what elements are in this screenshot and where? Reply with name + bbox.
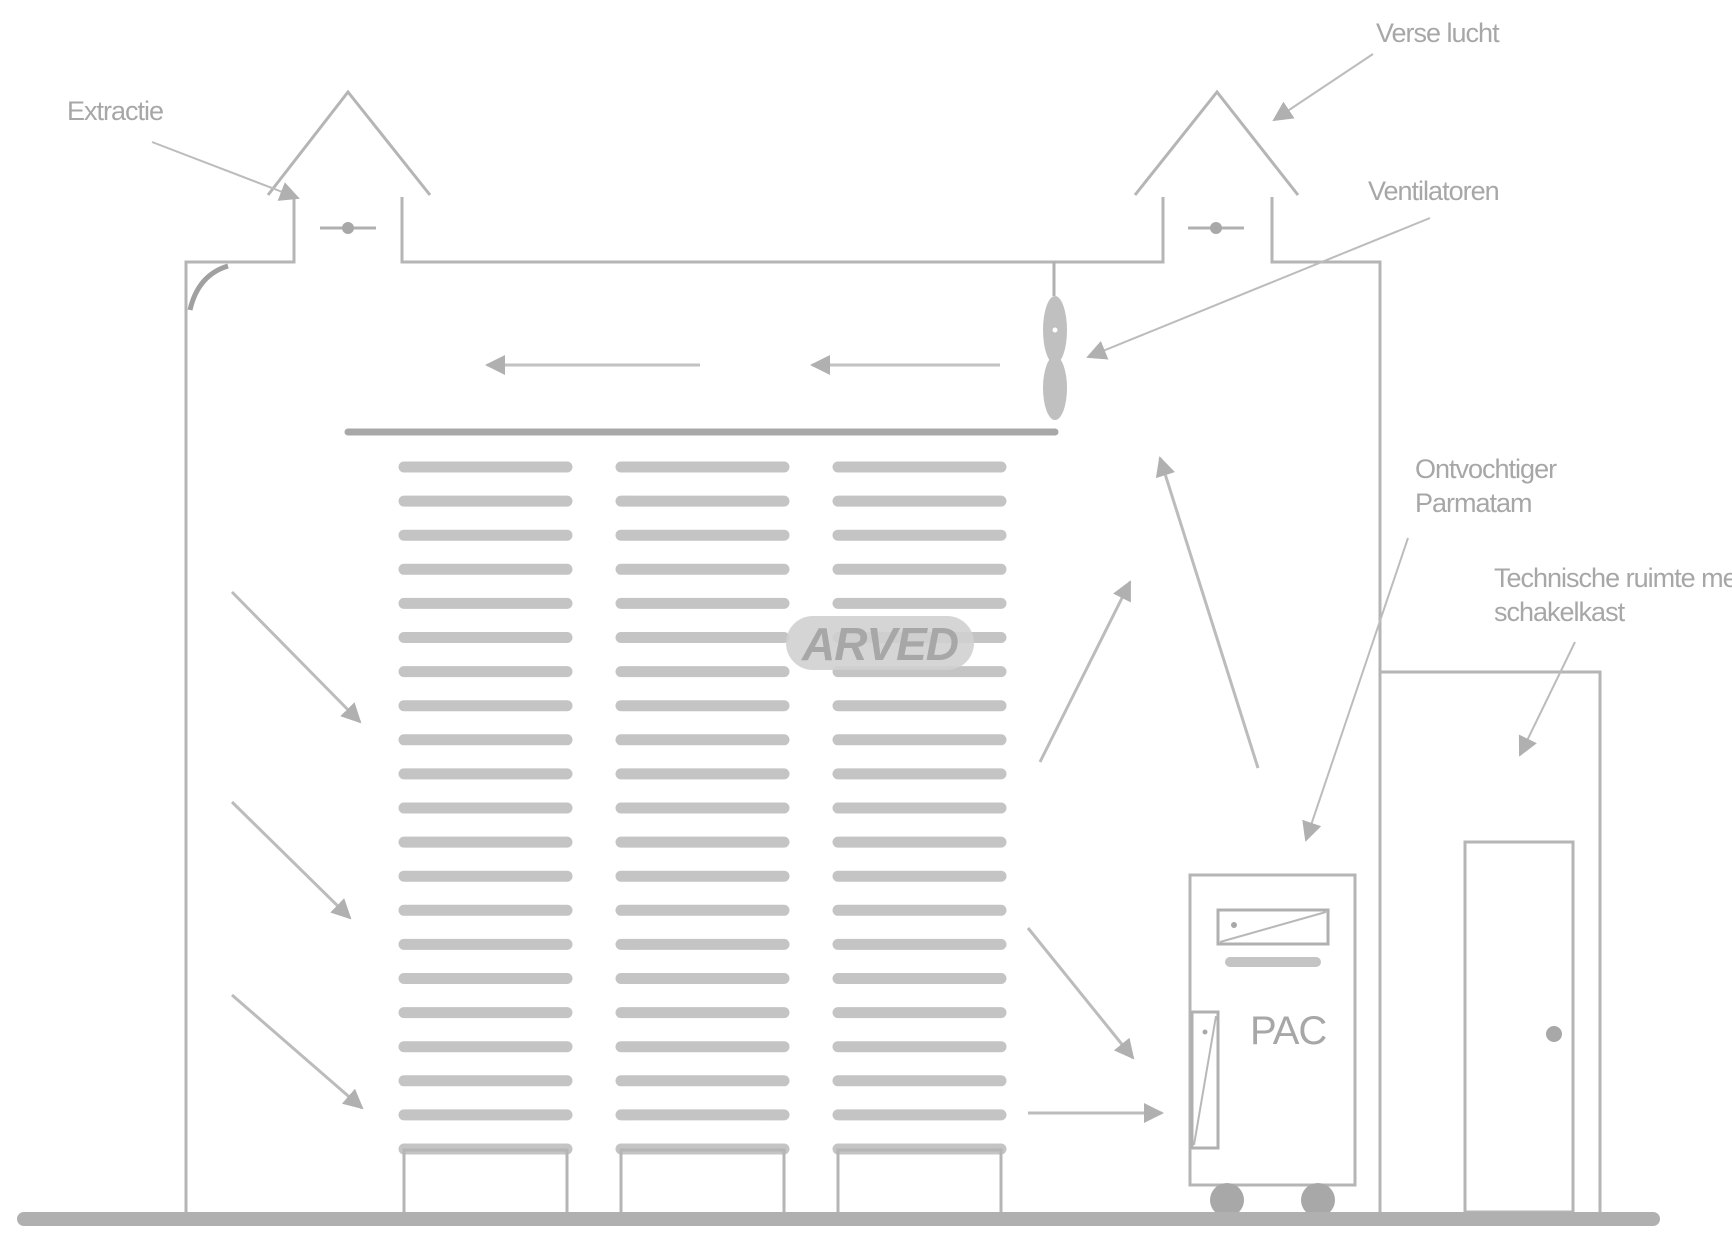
building-left-wall: [184, 197, 296, 1212]
left-airflow-arrows: [230, 590, 364, 1110]
extraction-hood: [266, 89, 432, 196]
ventilator-fan: [1043, 262, 1067, 420]
building-outline: [184, 197, 1382, 1212]
extractie-leader: [151, 141, 300, 201]
ontvochtiger-leader: [1302, 537, 1409, 842]
drying-racks: [398, 461, 1007, 1155]
technische-leader: [1518, 641, 1576, 757]
pac-wheel-right: [1301, 1183, 1335, 1217]
label-technische-ruimte: Technische ruimte met: [1494, 563, 1732, 593]
label-ontvochtiger: Ontvochtiger: [1415, 454, 1557, 484]
fresh-air-hood: [1133, 89, 1300, 196]
rack-base-2: [619, 1148, 786, 1212]
logo-text: ARVED: [801, 618, 958, 670]
right-airflow-arrows: [1026, 456, 1260, 1123]
building-right-wall: [1270, 197, 1382, 1212]
verse-lucht-leader: [1272, 53, 1374, 122]
corner-baffle: [187, 263, 229, 311]
label-schakelkast: schakelkast: [1494, 597, 1626, 627]
label-parmatam: Parmatam: [1415, 488, 1532, 518]
pac-unit: PAC: [1188, 873, 1357, 1217]
technical-room: [1380, 670, 1602, 1212]
door-knob: [1546, 1026, 1562, 1042]
arved-logo: ARVED: [786, 616, 974, 670]
callout-leaders: [151, 53, 1576, 842]
extraction-damper: [320, 222, 376, 234]
pac-label: PAC: [1250, 1009, 1326, 1053]
pac-display: [1216, 908, 1330, 946]
rack-base-1: [402, 1148, 569, 1212]
label-ventilatoren: Ventilatoren: [1368, 176, 1499, 206]
building-roof: [400, 197, 1165, 264]
rack-base-3: [836, 1148, 1003, 1212]
label-verse-lucht: Verse lucht: [1376, 18, 1500, 48]
rack-bases: [402, 1148, 1003, 1212]
pac-wheel-left: [1210, 1183, 1244, 1217]
technical-room-door: [1463, 840, 1575, 1214]
ventilatoren-leader: [1086, 217, 1431, 360]
fresh-air-damper: [1188, 222, 1244, 234]
pac-side-panel: [1190, 1010, 1220, 1150]
label-extractie: Extractie: [67, 96, 163, 126]
